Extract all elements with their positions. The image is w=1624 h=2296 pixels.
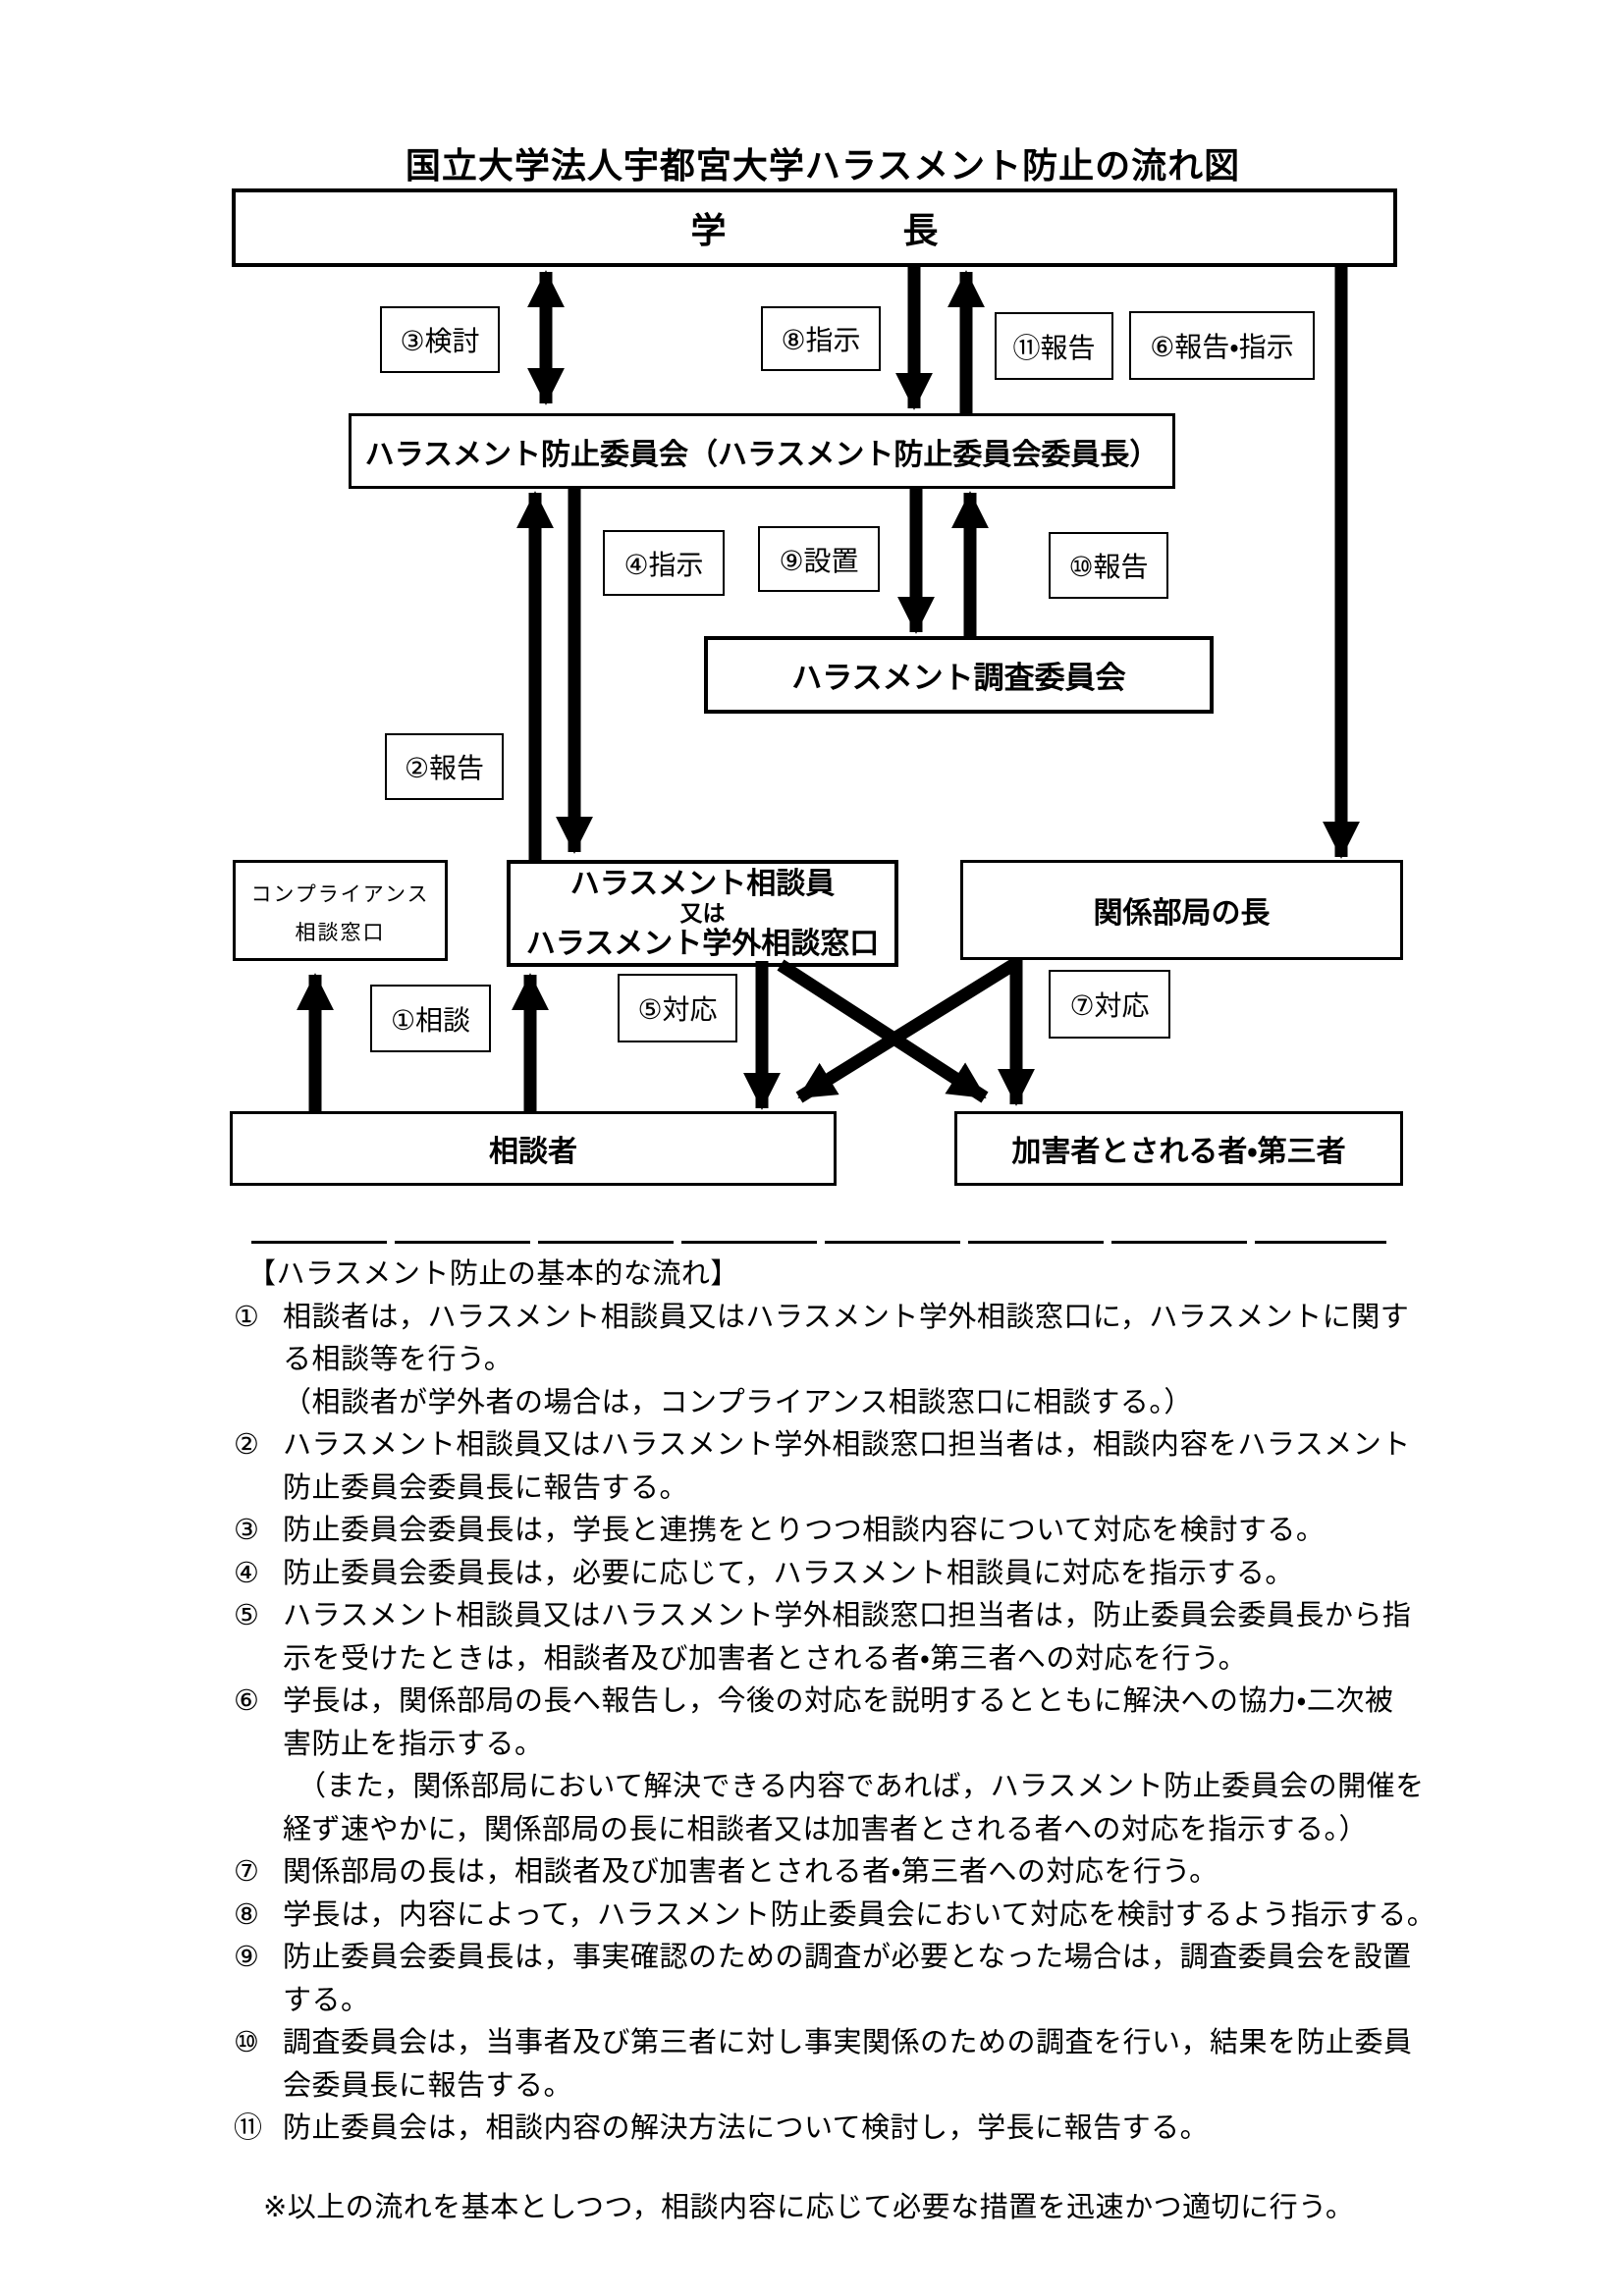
label-7-respond: ⑦対応	[1049, 970, 1170, 1039]
flow-step-line: る相談等を行う。	[283, 1342, 514, 1375]
flow-step-number: ⑪	[234, 2110, 263, 2144]
label-4-instruct: ④指示	[603, 530, 725, 596]
flow-step-number: ⑧	[234, 1896, 260, 1931]
flow-steps-list: ① 相談者は，ハラスメント相談員又はハラスメント学外相談窓口に，ハラスメントに関…	[234, 1296, 1549, 2150]
flow-step-line: 防止委員会委員長に報告する。	[283, 1469, 689, 1504]
flow-step-line: 防止委員会委員長は，事実確認のための調査が必要となった場合は，調査委員会を設置	[283, 1940, 1412, 1973]
flow-step-number: ⑤	[234, 1598, 260, 1631]
flow-step-number: ⑥	[234, 1683, 260, 1717]
label-3-review: ③検討	[380, 306, 500, 373]
flow-step-lines: 学長は，関係部局の長へ報告し，今後の対応を説明するとともに解決への協力・二次被害…	[283, 1680, 1549, 1850]
flow-step-item: ⑩ 調査委員会は，当事者及び第三者に対し事実関係のための調査を行い，結果を防止委…	[234, 2021, 1549, 2107]
flow-step-line: 学長は，内容によって，ハラスメント防止委員会において対応を検討するよう指示する。	[283, 1896, 1436, 1931]
flow-step-number: ⑦	[234, 1854, 260, 1888]
flow-step-lines: ハラスメント相談員又はハラスメント学外相談窓口担当者は，防止委員会委員長から指示…	[283, 1594, 1549, 1680]
label-10-report: ⑩報告	[1049, 532, 1168, 599]
flow-step-lines: 学長は，内容によって，ハラスメント防止委員会において対応を検討するよう指示する。	[283, 1894, 1549, 1937]
box-president: 学 長	[232, 188, 1397, 267]
footnote: ※以上の流れを基本としつつ，相談内容に応じて必要な措置を迅速かつ適切に行う。	[263, 2189, 1355, 2223]
flow-step-number: ⑨	[234, 1940, 260, 1973]
label-5-respond: ⑤対応	[618, 974, 737, 1042]
flow-step-line: （相談者が学外者の場合は，コンプライアンス相談窓口に相談する。）	[283, 1384, 1193, 1418]
flow-step-line: 相談者は，ハラスメント相談員又はハラスメント学外相談窓口に，ハラスメントに関す	[283, 1299, 1410, 1333]
flow-step-item: ⑥ 学長は，関係部局の長へ報告し，今後の対応を説明するとともに解決への協力・二次…	[234, 1680, 1549, 1850]
flow-step-lines: 防止委員会委員長は，必要に応じて，ハラスメント相談員に対応を指示する。	[283, 1552, 1549, 1595]
label-11-report: ⑪報告	[995, 312, 1113, 380]
box-consulter: 相談者	[230, 1111, 837, 1186]
box-investigation-committee-label: ハラスメント調査委員会	[791, 661, 1126, 696]
box-investigation-committee: ハラスメント調査委員会	[704, 636, 1214, 714]
flow-step-lines: 防止委員会委員長は，事実確認のための調査が必要となった場合は，調査委員会を設置す…	[283, 1936, 1549, 2021]
notes-section: 【ハラスメント防止の基本的な流れ】 ① 相談者は，ハラスメント相談員又はハラスメ…	[234, 1253, 1549, 2228]
flow-step-item: ③ 防止委員会委員長は，学長と連携をとりつつ相談内容について対応を検討する。	[234, 1509, 1549, 1552]
flow-step-item: ⑪ 防止委員会は，相談内容の解決方法について検討し，学長に報告する。	[234, 2107, 1549, 2150]
flow-step-line: 害防止を指示する。	[283, 1726, 544, 1760]
box-president-label: 学 長	[690, 211, 939, 251]
flow-step-lines: 防止委員会は，相談内容の解決方法について検討し，学長に報告する。	[283, 2107, 1549, 2150]
label-2-report: ②報告	[385, 733, 504, 800]
flow-step-line: 防止委員会委員長は，学長と連携をとりつつ相談内容について対応を検討する。	[283, 1513, 1326, 1546]
box-harassment-counselor-line1: ハラスメント相談員	[569, 866, 836, 901]
section-divider-line	[251, 1241, 1386, 1244]
flow-step-item: ⑦ 関係部局の長は，相談者及び加害者とされる者・第三者への対応を行う。	[234, 1850, 1549, 1894]
flow-step-line: 学長は，関係部局の長へ報告し，今後の対応を説明するとともに解決への協力・二次被	[283, 1683, 1394, 1717]
arrow-counselor-to-alleged-diagonal	[777, 959, 989, 1103]
flow-step-item: ④ 防止委員会委員長は，必要に応じて，ハラスメント相談員に対応を指示する。	[234, 1552, 1549, 1595]
box-compliance-desk: コンプライアンス 相談窓口	[233, 860, 448, 961]
flow-step-number: ①	[234, 1299, 260, 1333]
box-harassment-counselor-line2: 又は	[679, 900, 726, 927]
flow-step-item: ⑤ ハラスメント相談員又はハラスメント学外相談窓口担当者は，防止委員会委員長から…	[234, 1594, 1549, 1680]
flow-step-number: ③	[234, 1513, 260, 1546]
flow-step-lines: 相談者は，ハラスメント相談員又はハラスメント学外相談窓口に，ハラスメントに関する…	[283, 1296, 1549, 1424]
flow-step-item: ② ハラスメント相談員又はハラスメント学外相談窓口担当者は，相談内容をハラスメン…	[234, 1423, 1549, 1509]
label-8-instruct: ⑧指示	[761, 306, 881, 371]
box-alleged-third-party-label: 加害者とされる者・第三者	[1011, 1135, 1346, 1169]
flow-step-item: ⑧ 学長は，内容によって，ハラスメント防止委員会において対応を検討するよう指示す…	[234, 1894, 1549, 1937]
flow-step-line: 関係部局の長は，相談者及び加害者とされる者・第三者への対応を行う。	[283, 1854, 1218, 1888]
flow-step-lines: 関係部局の長は，相談者及び加害者とされる者・第三者への対応を行う。	[283, 1850, 1549, 1894]
flow-step-item: ① 相談者は，ハラスメント相談員又はハラスメント学外相談窓口に，ハラスメントに関…	[234, 1296, 1549, 1424]
box-prevention-committee: ハラスメント防止委員会（ハラスメント防止委員会委員長）	[349, 413, 1175, 489]
flow-step-number: ②	[234, 1427, 260, 1461]
box-compliance-desk-line1: コンプライアンス	[250, 881, 430, 906]
arrow-dept-head-to-consulter-diagonal	[795, 957, 1020, 1103]
label-1-consult: ①相談	[370, 985, 491, 1052]
box-harassment-counselor-line3: ハラスメント学外相談窓口	[525, 926, 880, 961]
box-related-dept-head-label: 関係部局の長	[1093, 896, 1271, 931]
flow-step-line: 防止委員会委員長は，必要に応じて，ハラスメント相談員に対応を指示する。	[283, 1555, 1294, 1589]
page-title: 国立大学法人宇都宮大学ハラスメント防止の流れ図	[405, 146, 1241, 187]
flow-step-line: ハラスメント相談員又はハラスメント学外相談窓口担当者は，防止委員会委員長から指	[283, 1598, 1412, 1631]
box-prevention-committee-label: ハラスメント防止委員会（ハラスメント防止委員会委員長）	[364, 437, 1160, 472]
flow-step-lines: 防止委員会委員長は，学長と連携をとりつつ相談内容について対応を検討する。	[283, 1509, 1549, 1552]
flow-step-line: 調査委員会は，当事者及び第三者に対し事実関係のための調査を行い，結果を防止委員	[283, 2025, 1413, 2058]
flow-step-number: ⑩	[234, 2025, 260, 2058]
box-consulter-label: 相談者	[489, 1135, 577, 1169]
box-alleged-third-party: 加害者とされる者・第三者	[954, 1111, 1403, 1186]
box-compliance-desk-line2: 相談窓口	[295, 920, 386, 944]
flow-step-lines: ハラスメント相談員又はハラスメント学外相談窓口担当者は，相談内容をハラスメント防…	[283, 1423, 1549, 1509]
flow-step-line: （また，関係部局において解決できる内容であれば，ハラスメント防止委員会の開催を	[283, 1769, 1425, 1802]
flow-step-line: 示を受けたときは，相談者及び加害者とされる者・第三者への対応を行う。	[283, 1640, 1248, 1675]
flow-step-number: ④	[234, 1555, 260, 1589]
box-harassment-counselor: ハラスメント相談員 又は ハラスメント学外相談窓口	[507, 860, 898, 967]
flow-step-line: ハラスメント相談員又はハラスメント学外相談窓口担当者は，相談内容をハラスメント	[283, 1427, 1411, 1461]
box-related-dept-head: 関係部局の長	[960, 860, 1403, 960]
flow-step-item: ⑨ 防止委員会委員長は，事実確認のための調査が必要となった場合は，調査委員会を設…	[234, 1936, 1549, 2021]
flow-step-line: する。	[283, 1982, 370, 2016]
label-6-report-instruct: ⑥報告・指示	[1129, 311, 1315, 380]
notes-heading: 【ハラスメント防止の基本的な流れ】	[247, 1256, 739, 1290]
label-9-establish: ⑨設置	[758, 526, 880, 592]
flow-step-line: 会委員長に報告する。	[283, 2067, 573, 2102]
flow-step-line: 防止委員会は，相談内容の解決方法について検討し，学長に報告する。	[283, 2110, 1210, 2144]
flow-step-lines: 調査委員会は，当事者及び第三者に対し事実関係のための調査を行い，結果を防止委員会…	[283, 2021, 1549, 2107]
flow-step-line: 経ず速やかに，関係部局の長に相談者又は加害者とされる者への対応を指示する。）	[283, 1811, 1369, 1845]
